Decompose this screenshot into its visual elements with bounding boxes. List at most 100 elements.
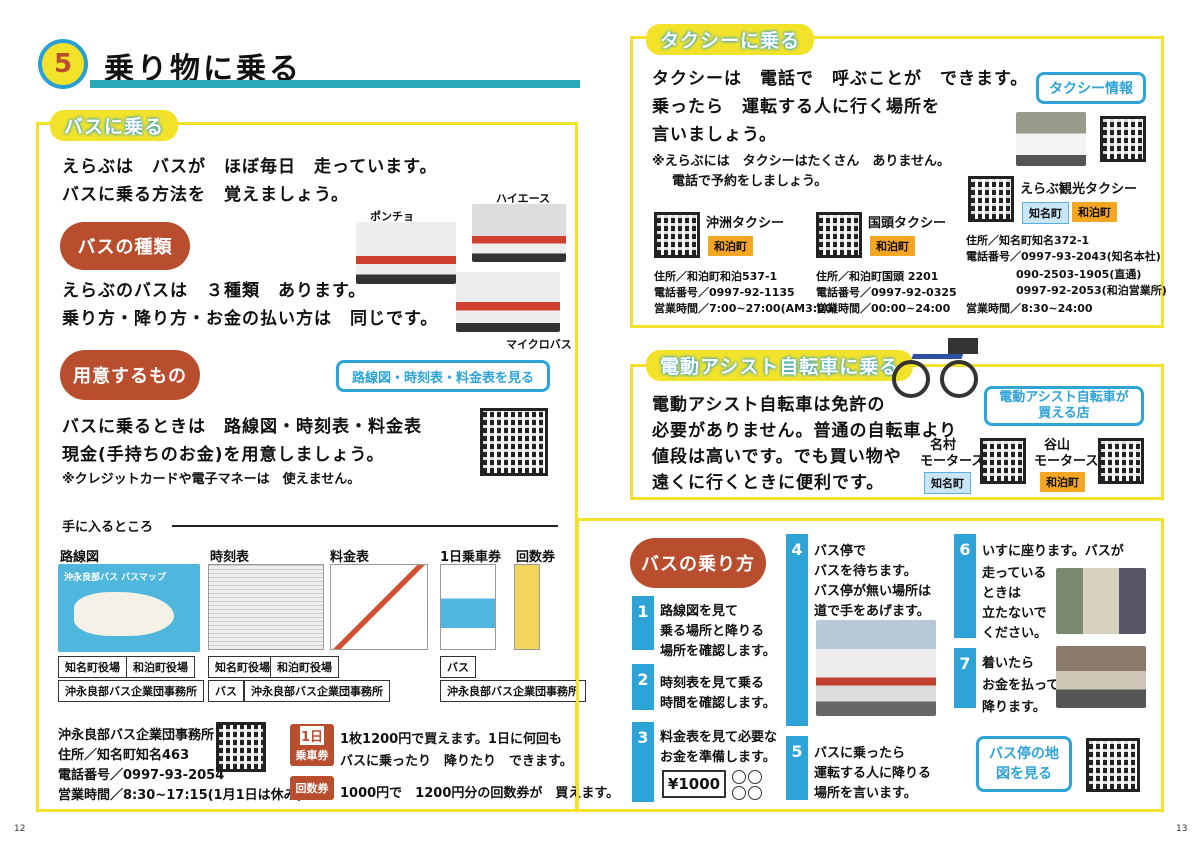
taxi-c1-address: 住所／和泊町和泊537-1 <box>654 270 778 283</box>
bike-s1-qr-code[interactable] <box>980 438 1026 484</box>
bus-types-blob: バスの種類 <box>60 222 190 270</box>
taxi-info-button[interactable]: タクシー情報 <box>1036 72 1146 104</box>
micro-bus-photo <box>456 272 560 332</box>
step1-line1: 路線図を見て <box>660 604 739 619</box>
coupon-badge: 回数券 <box>290 776 334 800</box>
taxi-c1-hours: 営業時間／7:00~27:00(AM3:00) <box>654 302 838 315</box>
taxi-c1-qr-code[interactable] <box>654 212 700 258</box>
bike-s2-town: 和泊町 <box>1040 472 1085 492</box>
prep-note: ※クレジットカードや電子マネーは 使えません。 <box>62 472 361 487</box>
taxi-c3-town2: 和泊町 <box>1072 202 1117 222</box>
step1-line2: 乗る場所と降りる <box>660 624 765 639</box>
bus-section-tag: バスに乗る <box>50 110 179 141</box>
step2-line2: 時間を確認します。 <box>660 696 776 711</box>
bike-s2-name1: 谷山 <box>1044 438 1071 453</box>
bus-intro-line1: えらぶは バスが ほぼ毎日 走っています。 <box>62 157 438 177</box>
table-place-office: 沖永良部バス企業団事務所 <box>244 680 390 702</box>
taxi-c1-name: 沖洲タクシー <box>706 216 785 231</box>
step7-line2: お金を払って <box>982 678 1060 693</box>
bike-section-tag: 電動アシスト自転車に乗る <box>646 350 914 381</box>
map-place-wadomari: 和泊町役場 <box>126 656 195 678</box>
step4-line2: バスを待ちます。 <box>814 564 917 579</box>
coupon-text: 1000円で 1200円分の回数券が 買えます。 <box>340 786 620 801</box>
table-place-bus: バス <box>208 680 244 702</box>
step4-line3: バス停が無い場所は <box>814 584 932 599</box>
step5-number: 5 <box>786 736 808 800</box>
map-place-office: 沖永良部バス企業団事務所 <box>58 680 204 702</box>
item-label-daypass: 1日乗車券 <box>440 550 502 565</box>
pass-place-bus: バス <box>440 656 476 678</box>
where-rule <box>172 525 558 527</box>
taxi-c3-tel1: 電話番号／0997-93-2043(知名本社) <box>966 250 1161 263</box>
bus-stop-map-button[interactable]: バス停の地図を見る <box>976 736 1072 792</box>
bus-stop-qr-code[interactable] <box>1086 738 1140 792</box>
step7-number: 7 <box>954 648 976 708</box>
office-name: 沖永良部バス企業団事務所 <box>58 728 215 743</box>
step4-line1: バス停で <box>814 544 867 559</box>
bike-line1: 電動アシスト自転車は免許の <box>652 395 886 415</box>
taxi-c3-tel3: 0997-92-2053(和泊営業所) <box>1016 284 1167 297</box>
taxi-line2: 乗ったら 運転する人に行く場所を <box>652 97 940 117</box>
taxi-section-tag: タクシーに乗る <box>646 24 815 55</box>
step5-line1: バスに乗ったら <box>814 746 906 761</box>
bus-label-hiace: ハイエース <box>496 192 551 205</box>
taxi-c3-qr-code[interactable] <box>968 176 1014 222</box>
daypass-text1: 1枚1200円で買えます。1日に何回も <box>340 732 562 747</box>
coupon-image <box>514 564 540 650</box>
table-place-china: 知名町役場 <box>208 656 277 678</box>
taxi-c2-hours: 営業時間／00:00~24:00 <box>816 302 951 315</box>
bike-s2-qr-code[interactable] <box>1098 438 1144 484</box>
bus-types-line1: えらぶのバスは ３種類 あります。 <box>62 281 367 301</box>
step6-number: 6 <box>954 534 976 638</box>
timetable-image <box>208 564 324 650</box>
step7-line3: 降ります。 <box>982 700 1046 715</box>
taxi-c3-name: えらぶ観光タクシー <box>1020 182 1138 197</box>
daypass-badge-bottom: 乗車券 <box>295 749 329 762</box>
bike-wheel-front <box>940 360 978 398</box>
step6-line1: いすに座ります。バスが <box>982 544 1124 559</box>
bus-types-line2: 乗り方・降り方・お金の払い方は 同じです。 <box>62 309 439 329</box>
where-title: 手に入るところ <box>62 520 154 535</box>
bike-shop-title: 電動アシスト自転車が買える店 <box>984 386 1144 426</box>
taxi-line3: 言いましょう。 <box>652 125 777 145</box>
taxi-c3-tel2: 090-2503-1905(直通) <box>1016 268 1142 281</box>
step1-line3: 場所を確認します。 <box>660 644 776 659</box>
bike-s1-town: 知名町 <box>924 472 971 494</box>
prep-line2: 現金(手持ちのお金)を用意しましょう。 <box>62 445 385 465</box>
route-map-caption: 沖永良部バス バスマップ <box>64 573 166 583</box>
taxi-c1-town: 和泊町 <box>708 236 753 256</box>
taxi-c2-name: 国頭タクシー <box>868 216 947 231</box>
money-bill: ¥1000 <box>662 770 726 798</box>
taxi-info-qr-code[interactable] <box>1100 116 1146 162</box>
step6-line2: 走っている <box>982 566 1047 581</box>
taxi-c2-qr-code[interactable] <box>816 212 862 258</box>
taxi-c2-town: 和泊町 <box>870 236 915 256</box>
step2-line1: 時刻表を見て乗る <box>660 676 765 691</box>
bike-s1-name1: 名村 <box>930 438 957 453</box>
ride-blob: バスの乗り方 <box>630 538 766 588</box>
step5-line2: 運転する人に降りる <box>814 766 932 781</box>
hiace-bus-photo <box>472 204 566 262</box>
daypass-image <box>440 564 496 650</box>
taxi-c1-tel: 電話番号／0997-92-1135 <box>654 286 795 299</box>
bike-wheel-rear <box>892 360 930 398</box>
bus-intro-line2: バスに乗る方法を 覚えましょう。 <box>62 185 349 205</box>
office-qr-code[interactable] <box>216 722 266 772</box>
bike-line4: 遠くに行くときに便利です。 <box>652 473 885 493</box>
step5-line3: 場所を言います。 <box>814 786 917 801</box>
prep-link-button[interactable]: 路線図・時刻表・料金表を見る <box>336 360 550 392</box>
route-map-image: 沖永良部バス バスマップ <box>58 564 200 652</box>
fare-table-image <box>330 564 428 650</box>
step6-line5: ください。 <box>982 626 1048 641</box>
bike-s2-name2: モータース <box>1034 454 1099 469</box>
step6-line4: 立たないで <box>982 606 1047 621</box>
prep-qr-code[interactable] <box>480 408 548 476</box>
bus-stop-photo <box>816 620 936 716</box>
coin-icon <box>732 770 746 784</box>
taxi-c3-town1: 知名町 <box>1022 202 1069 224</box>
bike-basket <box>948 338 978 354</box>
route-map-island <box>74 592 174 636</box>
taxi-note1: ※えらぶには タクシーはたくさん ありません。 <box>652 154 950 169</box>
item-label-coupon: 回数券 <box>516 550 556 565</box>
daypass-text2: バスに乗ったり 降りたり できます。 <box>340 754 573 769</box>
